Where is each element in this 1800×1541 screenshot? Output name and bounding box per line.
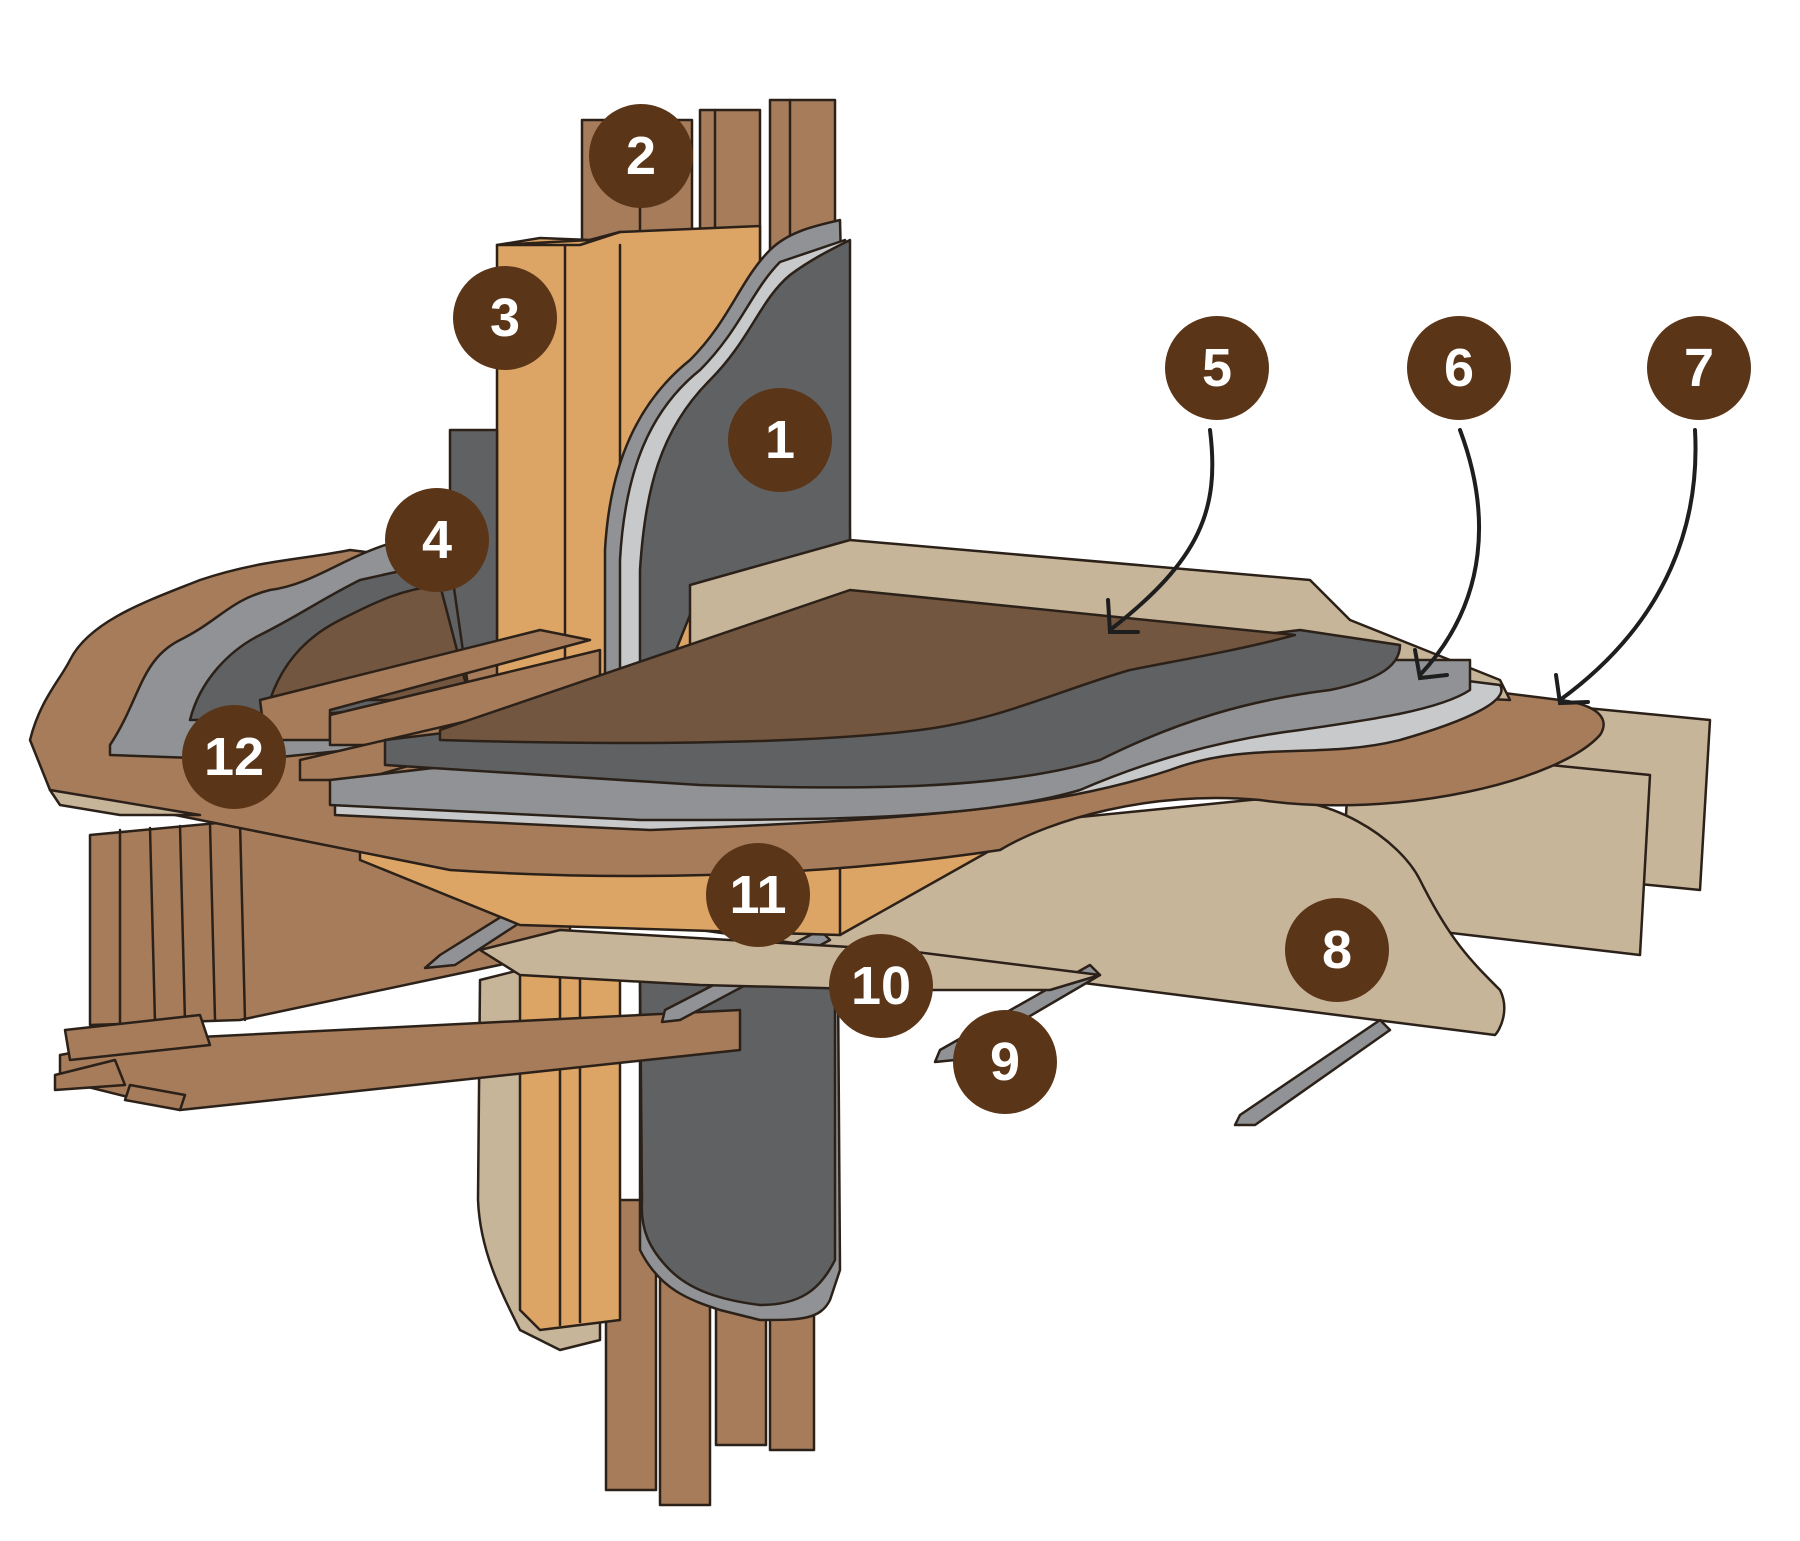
arrowhead-7 [1554,673,1590,706]
callout-label-6: 6 [1444,338,1474,398]
callout-badge-5: 5 [1165,316,1269,420]
arrowhead-6 [1413,648,1449,681]
callout-label-9: 9 [990,1032,1020,1092]
callout-badge-11: 11 [706,843,810,947]
callout-label-4: 4 [422,510,452,570]
callout-badge-9: 9 [953,1010,1057,1114]
arrowhead-5 [1106,598,1140,634]
callout-badge-1: 1 [728,388,832,492]
callout-label-5: 5 [1202,338,1232,398]
callout-badge-7: 7 [1647,316,1751,420]
callout-badge-8: 8 [1285,898,1389,1002]
callout-arrows [1106,428,1698,706]
callout-label-8: 8 [1322,920,1352,980]
ceiling-board [478,928,1102,992]
callout-badge-10: 10 [829,934,933,1038]
callout-badge-12: 12 [182,705,286,809]
callout-badge-2: 2 [589,104,693,208]
arrow-6 [1418,428,1482,677]
callout-label-3: 3 [490,288,520,348]
callout-badge-4: 4 [385,488,489,592]
callout-label-11: 11 [729,865,786,925]
floor-brown-deck [438,588,1297,745]
callout-label-2: 2 [626,126,656,186]
callout-label-7: 7 [1684,338,1714,398]
arrow-5 [1108,428,1215,632]
upper-wall-dark-membrane [638,238,852,742]
lower-wall-dark-membrane [638,973,837,1307]
callout-label-10: 10 [851,956,911,1016]
callout-label-12: 12 [204,727,264,787]
arrow-7 [1558,428,1698,702]
callout-badges: 1 2 3 4 5 6 7 8 [182,104,1751,1114]
callout-badge-6: 6 [1407,316,1511,420]
callout-label-1: 1 [765,410,795,470]
callout-badge-3: 3 [453,266,557,370]
